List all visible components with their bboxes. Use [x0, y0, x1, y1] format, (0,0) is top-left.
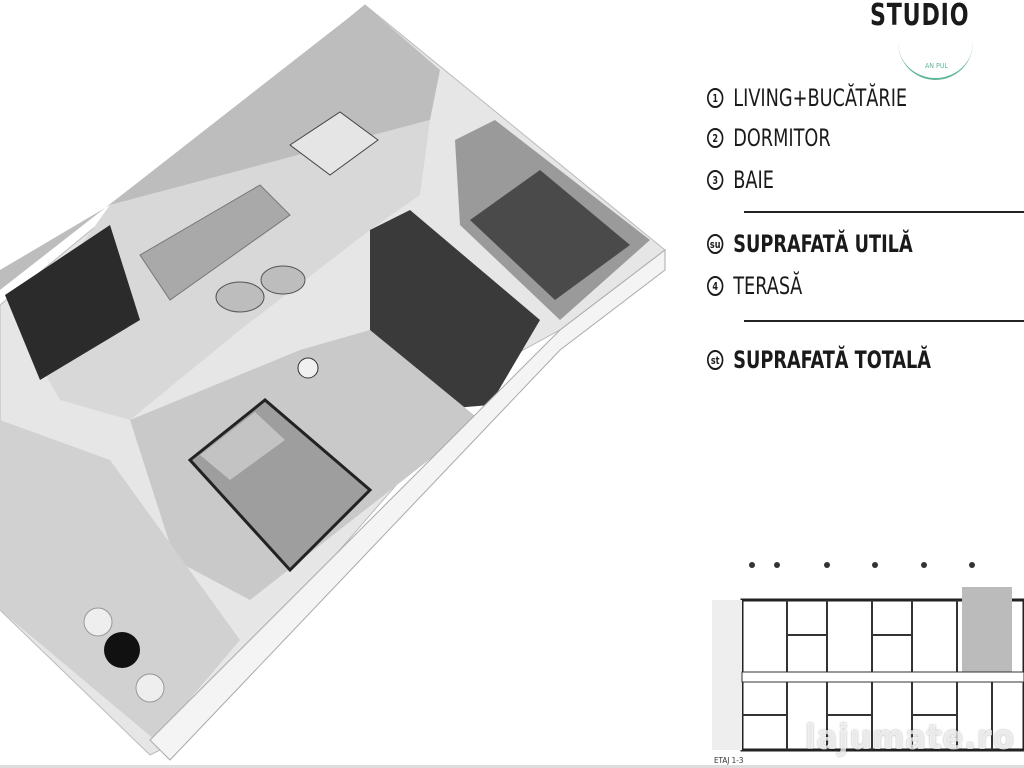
plan-title: STUDIO	[870, 0, 970, 33]
front-wall	[149, 248, 666, 761]
wardrobe	[370, 210, 540, 410]
lamp	[297, 357, 319, 379]
badge: su	[707, 234, 724, 254]
badge: 3	[707, 170, 724, 190]
terrace-chair	[83, 607, 113, 637]
bottom-border	[0, 765, 1024, 768]
pillows	[200, 412, 285, 480]
legend-label: DORMITOR	[733, 124, 831, 152]
legend-label: TERASĂ	[733, 272, 803, 300]
badge: 2	[707, 128, 724, 148]
hatched-area	[712, 600, 742, 750]
site-plan-label: ETAJ 1-3	[714, 756, 743, 765]
legend-item-suprafata-totala: st SUPRAFATĂ TOTALĂ	[707, 346, 931, 374]
building-site-plan: ETAJ 1-3	[712, 562, 1024, 765]
terrace-chair	[104, 632, 140, 668]
badge: st	[707, 350, 724, 370]
divider	[744, 320, 1024, 322]
stair-core	[962, 587, 1012, 672]
kitchen-cabinets	[5, 225, 140, 380]
legend-item-living: 1 LIVING+BUCĂTĂRIE	[707, 84, 907, 112]
corridor	[741, 671, 1024, 683]
terrace-floor	[0, 420, 240, 740]
legend-label: SUPRAFATĂ TOTALĂ	[733, 346, 932, 374]
badge: 1	[707, 88, 724, 108]
coffee-table	[215, 281, 265, 313]
dining-table	[289, 111, 379, 176]
legend-label: LIVING+BUCĂTĂRIE	[733, 84, 908, 112]
legend-label: SUPRAFATĂ UTILĂ	[733, 230, 913, 258]
living-back-wall	[0, 5, 440, 290]
terrace-chair	[135, 673, 165, 703]
badge: 4	[707, 276, 724, 296]
watermark-logo: lajumate.ro	[805, 718, 1015, 758]
legend-label: BAIE	[733, 166, 774, 194]
stamp-logo	[898, 38, 973, 80]
sofa	[139, 184, 291, 301]
coffee-table	[260, 265, 306, 295]
legend-item-baie: 3 BAIE	[707, 166, 774, 194]
living-floor	[20, 120, 430, 420]
divider	[744, 211, 1024, 213]
stamp-text: AN PUL	[925, 62, 948, 70]
legend-item-dormitor: 2 DORMITOR	[707, 124, 831, 152]
legend-item-suprafata-utila: su SUPRAFATĂ UTILĂ	[707, 230, 913, 258]
isometric-floor-plan	[0, 4, 666, 761]
bathroom-floor	[470, 170, 630, 300]
legend-item-terasa: 4 TERASĂ	[707, 272, 802, 300]
